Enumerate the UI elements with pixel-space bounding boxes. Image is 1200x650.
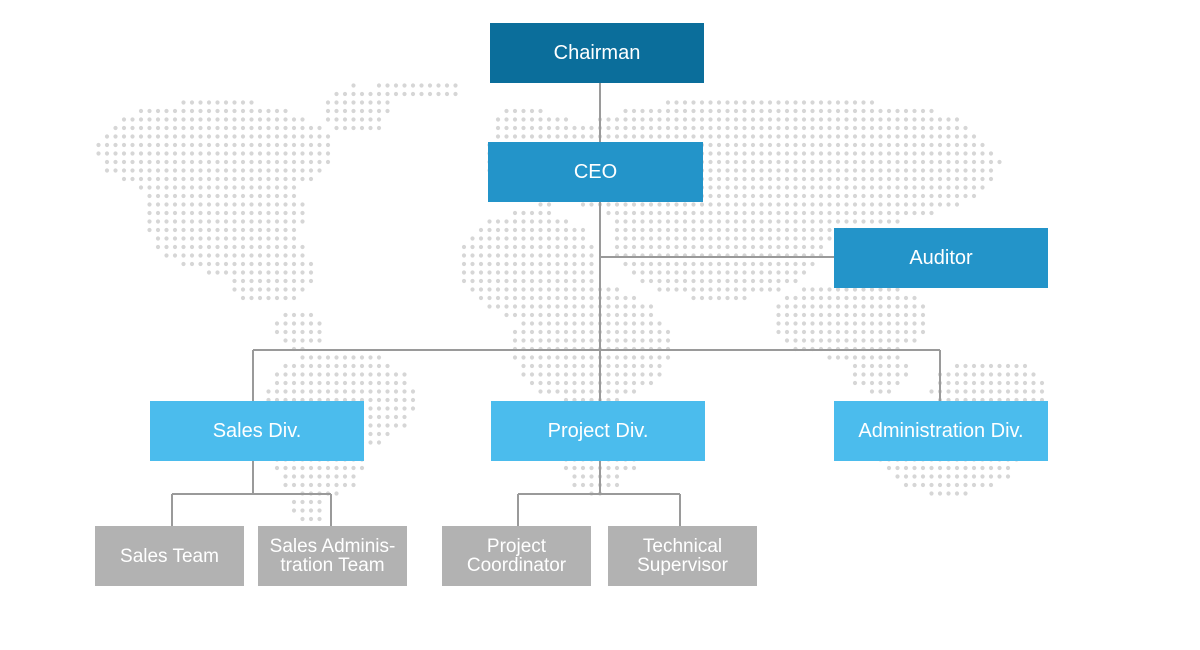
chairman-box: Chairman [490,23,704,83]
sales-administration-team-box: Sales Adminis-tration Team [258,526,407,586]
sales-division-box: Sales Div. [150,401,364,461]
auditor-box: Auditor [834,228,1048,288]
technical-supervisor-box: Technical Supervisor [608,526,757,586]
project-coordinator-box: Project Coordinator [442,526,591,586]
administration-division-box: Administration Div. [834,401,1048,461]
project-division-box: Project Div. [491,401,705,461]
ceo-box: CEO [488,142,703,202]
sales-team-box: Sales Team [95,526,244,586]
